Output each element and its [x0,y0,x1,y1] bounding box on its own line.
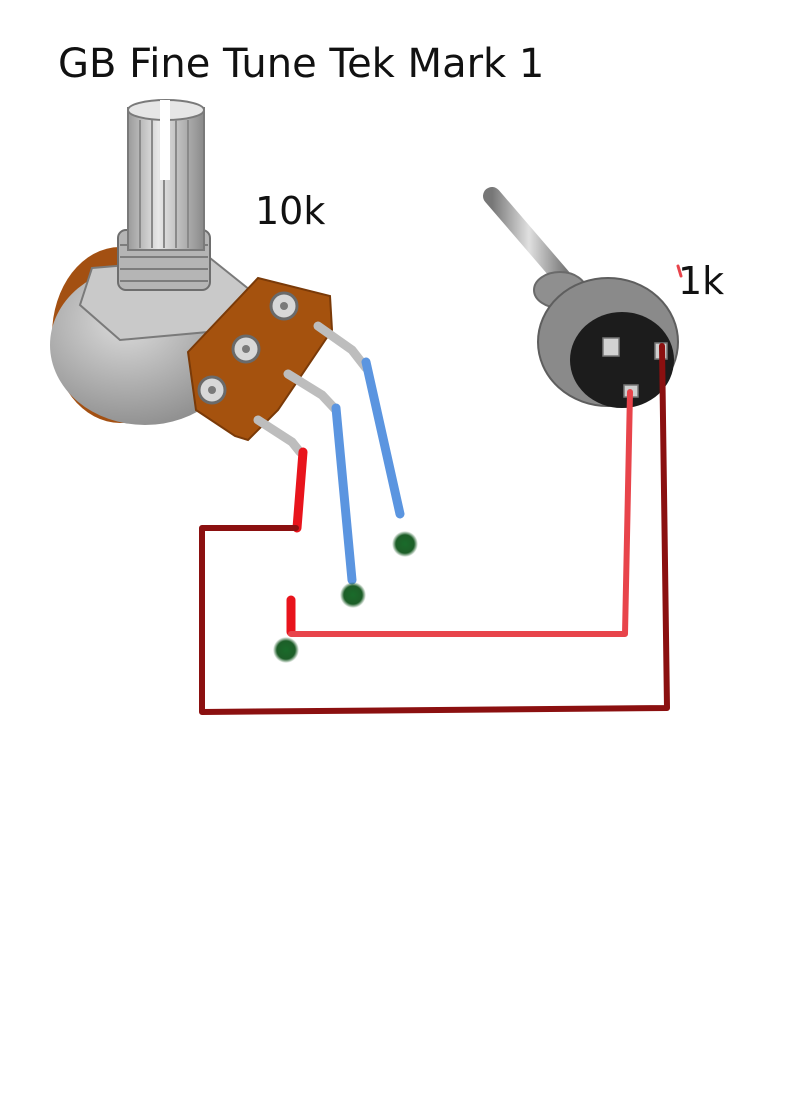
pot-pins [253,321,371,457]
red-wire-to-1k [288,389,633,637]
blue-wire-2 [331,403,357,585]
shaft-slot [160,100,170,180]
red-wire-pin3 [292,447,308,533]
small-pot-shaft [483,187,575,291]
red-wire-tick [676,264,683,278]
pot-10k-label: 10k [255,189,326,233]
solder-point-icon [273,637,299,663]
dark-red-wire-loop [199,343,670,715]
solder-point-icon [340,582,366,608]
diagram-title: GB Fine Tune Tek Mark 1 [58,41,545,87]
solder-points [273,531,418,663]
pot-board [186,276,334,442]
small-pot-lug-1 [602,337,620,357]
blue-wire-1 [361,357,405,519]
small-pot-face [570,312,674,408]
wires [199,264,683,715]
potentiometer-10k-icon [50,99,371,457]
shaft-knurls [139,120,189,248]
solder-point-icon [392,531,418,557]
potentiometer-1k-icon [483,187,679,408]
pot-1k-label: 1k [678,259,725,303]
board-rivets [197,291,299,405]
